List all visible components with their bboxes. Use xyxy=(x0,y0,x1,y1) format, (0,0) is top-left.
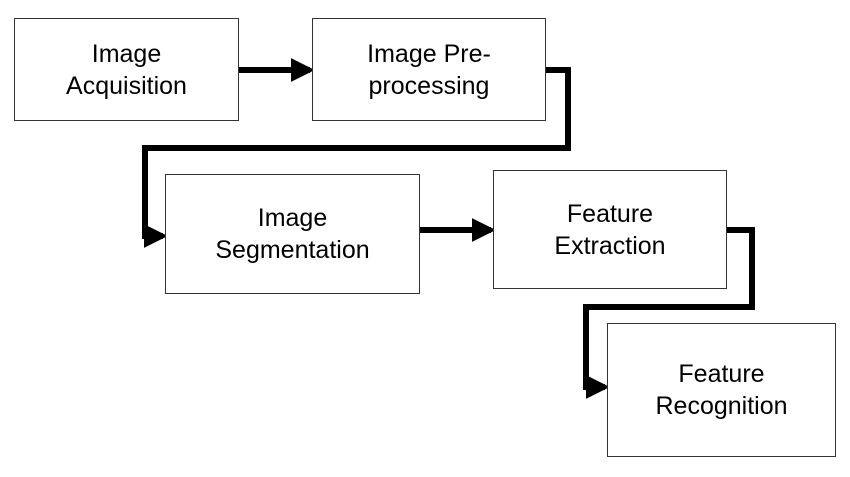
node-label-line: Image xyxy=(91,39,162,68)
node-feature-recognition: Feature Recognition xyxy=(607,323,836,457)
node-label-line: Segmentation xyxy=(215,236,370,264)
node-image-acquisition: Image Acquisition xyxy=(14,18,239,121)
arrow-extraction-to-recognition xyxy=(583,227,755,399)
node-label-line: Image xyxy=(257,204,328,232)
node-label-line: Feature xyxy=(566,199,654,228)
node-label-line: Image Pre- xyxy=(367,39,491,68)
node-feature-extraction: Feature Extraction xyxy=(493,170,727,289)
arrow-preprocessing-to-segmentation xyxy=(142,67,571,248)
node-label-line: Acquisition xyxy=(66,71,187,100)
node-label-line: Recognition xyxy=(655,392,788,420)
node-image-segmentation: Image Segmentation xyxy=(165,174,420,294)
node-image-preprocessing: Image Pre- processing xyxy=(312,18,546,121)
node-label-line: Feature xyxy=(678,360,765,388)
node-label-line: processing xyxy=(368,71,490,100)
node-label-line: Extraction xyxy=(554,231,666,260)
